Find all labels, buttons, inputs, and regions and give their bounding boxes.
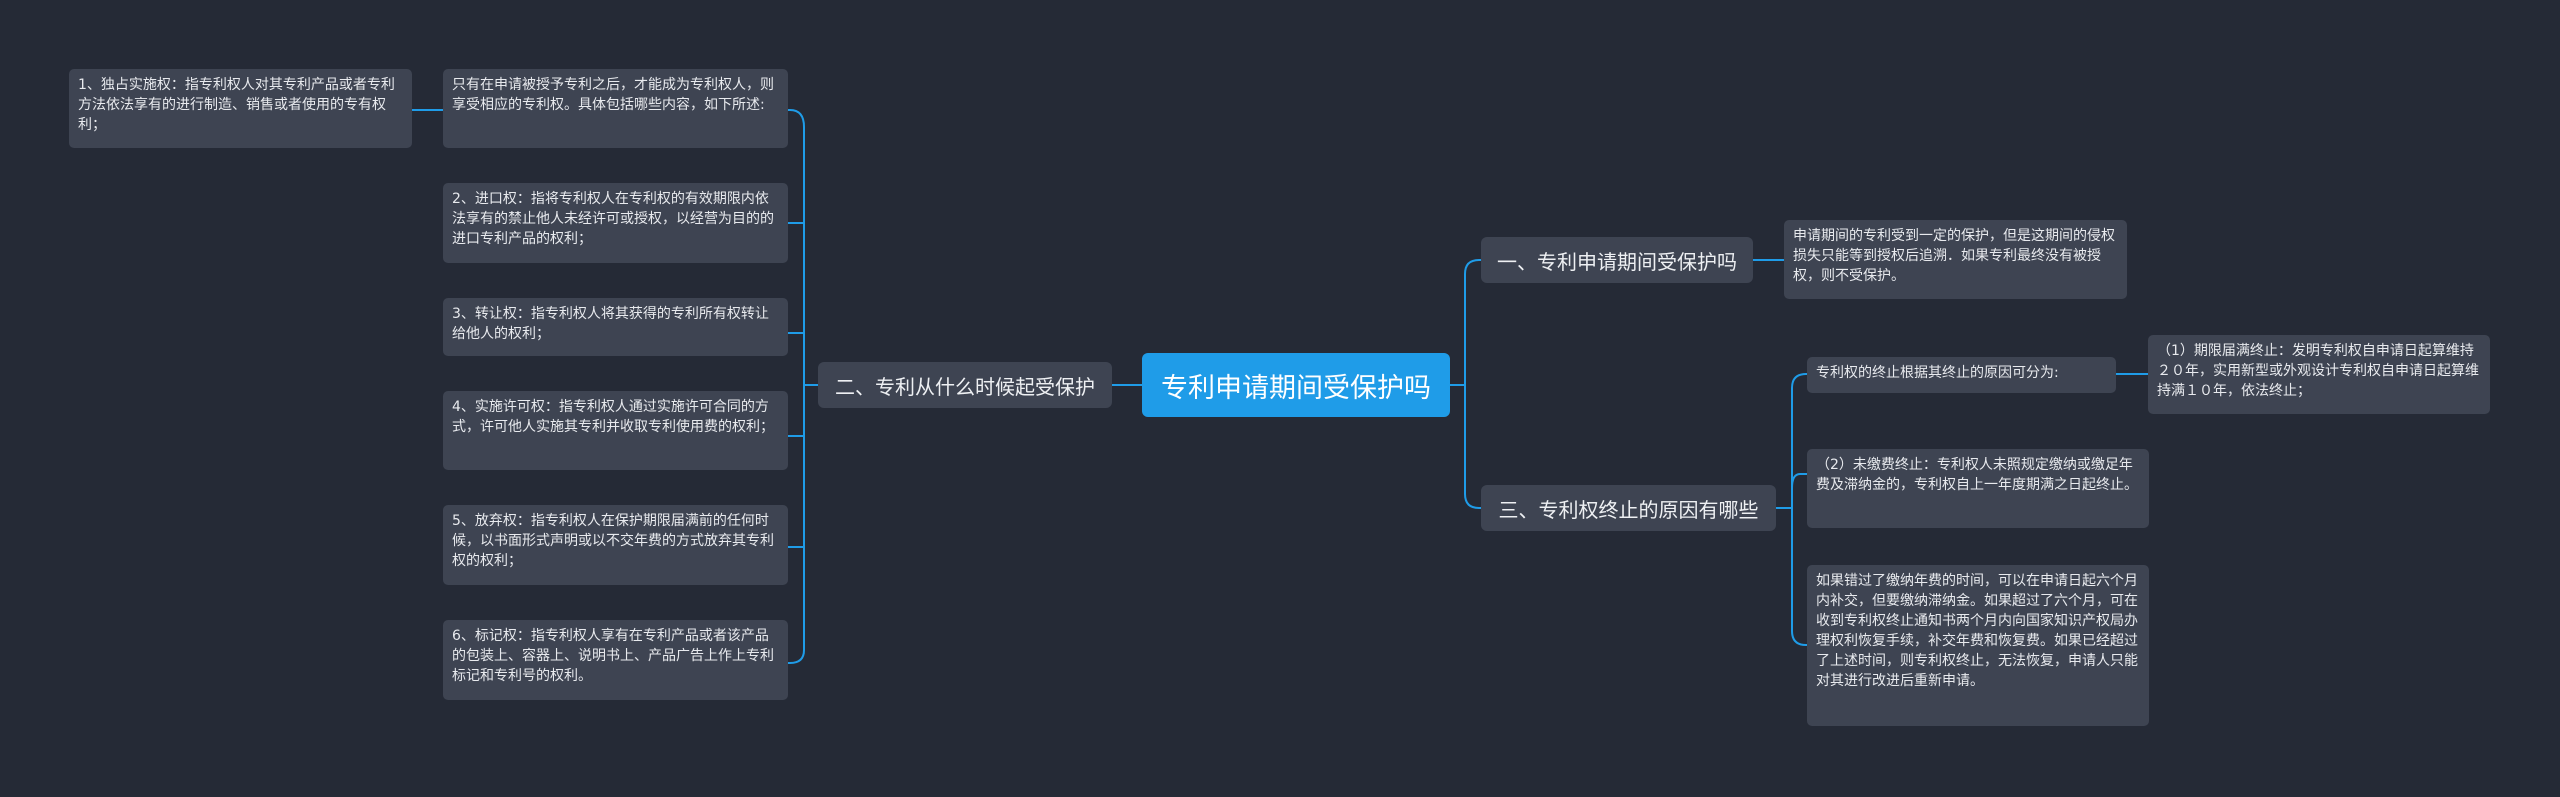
leaf-text: 1、独占实施权：指专利权人对其专利产品或者专利方法依法享有的进行制造、销售或者使…: [78, 77, 395, 133]
connector-left-6: [788, 649, 805, 664]
leaf-text: 专利权的终止根据其终止的原因可分为:: [1816, 365, 2059, 381]
leaf-unpaid-fee-termination[interactable]: （2）未缴费终止：专利权人未照规定缴纳或缴足年费及滞纳金的，专利权自上一年度期满…: [1807, 449, 2149, 528]
branch-label: 二、专利从什么时候起受保护: [835, 374, 1095, 399]
branch-application-protection[interactable]: 一、专利申请期间受保护吗: [1481, 237, 1753, 283]
connector-right3-c: [1791, 508, 1807, 646]
leaf-termination-types[interactable]: 专利权的终止根据其终止的原因可分为:: [1807, 357, 2116, 393]
leaf-text: 申请期间的专利受到一定的保护，但是这期间的侵权损失只能等到授权后追溯．如果专利最…: [1793, 228, 2115, 284]
connector-right3-a: [1791, 373, 1807, 508]
leaf-text: （2）未缴费终止：专利权人未照规定缴纳或缴足年费及滞纳金的，专利权自上一年度期满…: [1816, 457, 2138, 493]
leaf-text: 4、实施许可权：指专利权人通过实施许可合同的方式，许可他人实施其专利并收取专利使…: [452, 399, 774, 435]
branch-protection-start[interactable]: 二、专利从什么时候起受保护: [818, 362, 1112, 408]
leaf-text: 只有在申请被授予专利之后，才能成为专利权人，则享受相应的专利权。具体包括哪些内容…: [452, 77, 774, 113]
branch-label: 一、专利申请期间受保护吗: [1497, 249, 1737, 274]
connector-right-1: [1464, 259, 1481, 385]
leaf-term-expiry[interactable]: （1）期限届满终止：发明专利权自申请日起算维持２０年，实用新型或外观设计专利权自…: [2148, 335, 2490, 414]
branch-label: 三、专利权终止的原因有哪些: [1498, 497, 1759, 522]
leaf-text: 3、转让权：指专利权人将其获得的专利所有权转让给他人的权利；: [452, 306, 769, 342]
leaf-transfer-right[interactable]: 3、转让权：指专利权人将其获得的专利所有权转让给他人的权利；: [443, 298, 788, 356]
leaf-import-right[interactable]: 2、进口权：指将专利权人在专利权的有效期限内依法享有的禁止他人未经许可或授权，以…: [443, 183, 788, 263]
leaf-text: 6、标记权：指专利权人享有在专利产品或者该产品的包装上、容器上、说明书上、产品广…: [452, 628, 774, 684]
leaf-text: 5、放弃权：指专利权人在保护期限届满前的任何时候，以书面形式声明或以不交年费的方…: [452, 513, 774, 569]
root-label: 专利申请期间受保护吗: [1161, 372, 1431, 404]
connector-right3-b: [1791, 473, 1807, 508]
leaf-text: 2、进口权：指将专利权人在专利权的有效期限内依法享有的禁止他人未经许可或授权，以…: [452, 191, 774, 247]
leaf-late-fee-recovery[interactable]: 如果错过了缴纳年费的时间，可以在申请日起六个月内补交，但要缴纳滞纳金。如果超过了…: [1807, 565, 2149, 726]
root-node[interactable]: 专利申请期间受保护吗: [1142, 353, 1450, 417]
leaf-application-protection-detail[interactable]: 申请期间的专利受到一定的保护，但是这期间的侵权损失只能等到授权后追溯．如果专利最…: [1784, 220, 2127, 299]
leaf-text: 如果错过了缴纳年费的时间，可以在申请日起六个月内补交，但要缴纳滞纳金。如果超过了…: [1816, 573, 2138, 689]
leaf-exclusive-right[interactable]: 1、独占实施权：指专利权人对其专利产品或者专利方法依法享有的进行制造、销售或者使…: [69, 69, 412, 148]
connector-right-3: [1464, 385, 1481, 509]
branch-termination-reasons[interactable]: 三、专利权终止的原因有哪些: [1481, 485, 1776, 531]
leaf-marking-right[interactable]: 6、标记权：指专利权人享有在专利产品或者该产品的包装上、容器上、说明书上、产品广…: [443, 620, 788, 700]
leaf-waiver-right[interactable]: 5、放弃权：指专利权人在保护期限届满前的任何时候，以书面形式声明或以不交年费的方…: [443, 505, 788, 585]
leaf-intro[interactable]: 只有在申请被授予专利之后，才能成为专利权人，则享受相应的专利权。具体包括哪些内容…: [443, 69, 788, 148]
leaf-license-right[interactable]: 4、实施许可权：指专利权人通过实施许可合同的方式，许可他人实施其专利并收取专利使…: [443, 391, 788, 470]
connector-left-1: [788, 109, 805, 128]
leaf-text: （1）期限届满终止：发明专利权自申请日起算维持２０年，实用新型或外观设计专利权自…: [2157, 343, 2479, 399]
